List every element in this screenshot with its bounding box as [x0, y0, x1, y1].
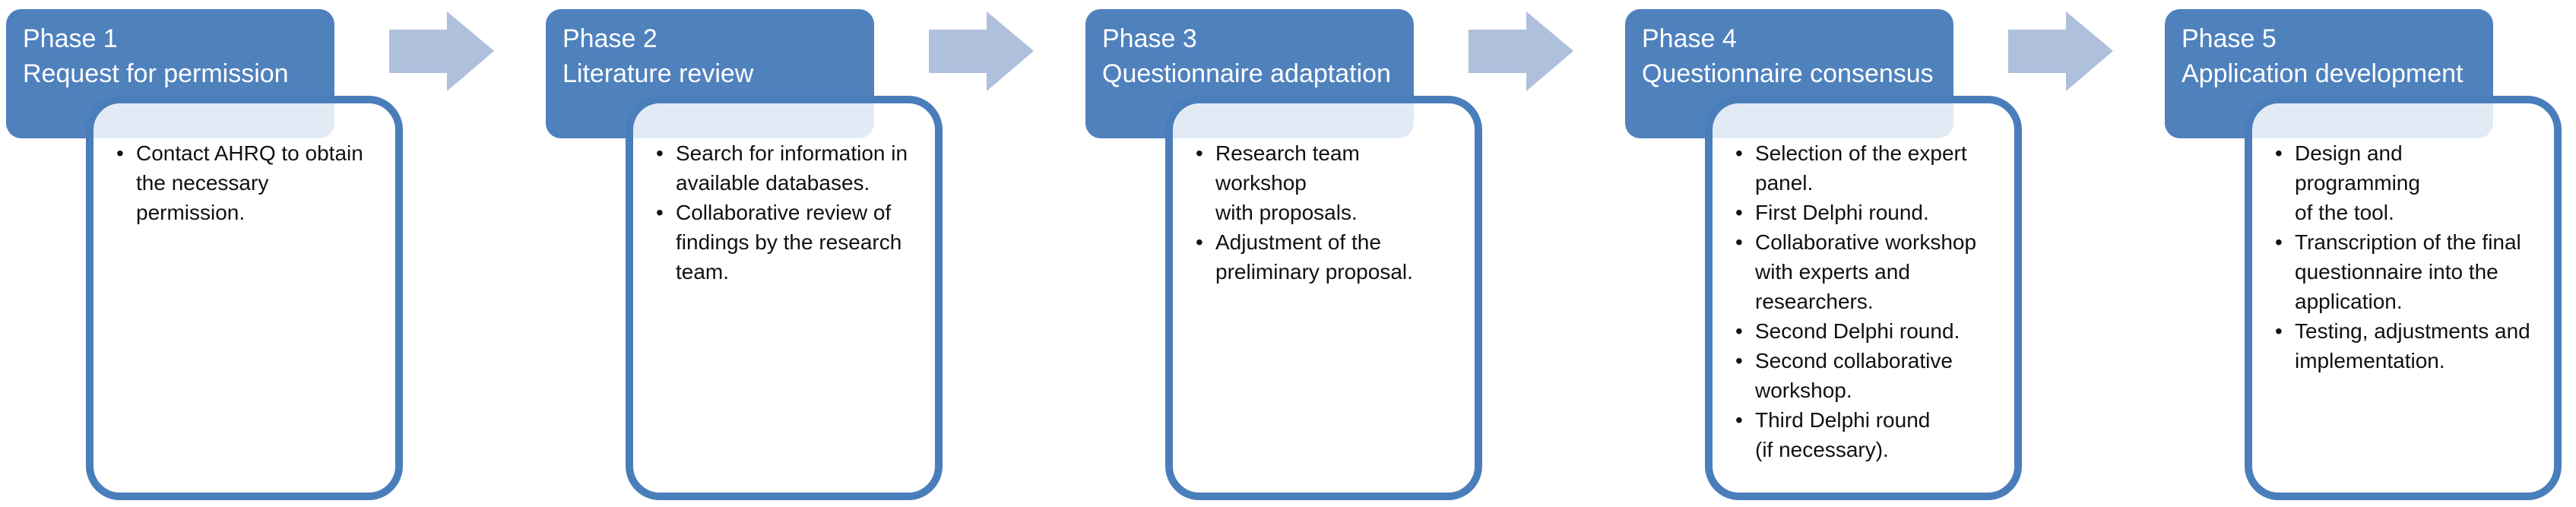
bullet-item: Second Delphi round.: [1735, 316, 1993, 346]
phase-content-box: Search for information in available data…: [626, 96, 943, 500]
bullet-text: Design and programming of the tool.: [2295, 141, 2420, 224]
bullet-text: Selection of the expert panel.: [1755, 141, 1967, 195]
next-phase-arrow-icon: [2008, 11, 2113, 91]
bullet-item: Design and programming of the tool.: [2275, 138, 2533, 227]
bullet-list: Contact AHRQ to obtain the necessary per…: [116, 138, 374, 227]
bullet-item: Collaborative review of findings by the …: [656, 198, 914, 287]
phase-group: Phase 2 Literature review Search for inf…: [546, 0, 1047, 507]
bullet-item: Second collaborative workshop.: [1735, 346, 1993, 405]
phase-group: Phase 1 Request for permission Contact A…: [6, 0, 508, 507]
phase-title: Questionnaire consensus: [1642, 59, 1934, 88]
phase-number: Phase 4: [1642, 24, 1737, 53]
bullet-text: Testing, adjustments and implementation.: [2295, 319, 2530, 372]
phase-header: Phase 3 Questionnaire adaptation: [1085, 9, 1414, 138]
phase-number: Phase 3: [1102, 24, 1197, 53]
bullet-text: Collaborative workshop with experts and …: [1755, 230, 1977, 313]
bullet-text: Search for information in available data…: [676, 141, 908, 195]
bullet-text: Transcription of the final questionnaire…: [2295, 230, 2521, 313]
bullet-item: First Delphi round.: [1735, 198, 1993, 227]
bullet-item: Search for information in available data…: [656, 138, 914, 198]
next-phase-arrow-icon: [929, 11, 1034, 91]
bullet-text: Adjustment of the preliminary proposal.: [1215, 230, 1413, 284]
bullet-item: Testing, adjustments and implementation.: [2275, 316, 2533, 375]
bullet-list: Selection of the expert panel. First Delp…: [1735, 138, 1993, 464]
phase-title: Literature review: [562, 59, 754, 88]
bullet-list: Search for information in available data…: [656, 138, 914, 287]
phase-number: Phase 2: [562, 24, 657, 53]
bullet-text: Contact AHRQ to obtain the necessary per…: [136, 141, 363, 224]
phase-number: Phase 5: [2182, 24, 2277, 53]
bullet-item: Third Delphi round (if necessary).: [1735, 405, 1993, 464]
bullet-text: Second collaborative workshop.: [1755, 349, 1953, 402]
phase-title: Application development: [2182, 59, 2464, 88]
bullet-item: Contact AHRQ to obtain the necessary per…: [116, 138, 374, 227]
phase-group: Phase 5 Application development Design a…: [2165, 0, 2576, 507]
phase-content-box: Research team workshop with proposals. Ad…: [1165, 96, 1482, 500]
bullet-text: Collaborative review of findings by the …: [676, 201, 902, 284]
phase-number: Phase 1: [23, 24, 118, 53]
phase-content-box: Design and programming of the tool.Trans…: [2245, 96, 2562, 500]
bullet-list: Research team workshop with proposals. Ad…: [1196, 138, 1453, 287]
phase-group: Phase 4 Questionnaire consensus Selectio…: [1625, 0, 2127, 507]
bullet-item: Transcription of the final questionnaire…: [2275, 227, 2533, 316]
bullet-text: Third Delphi round (if necessary).: [1755, 408, 1931, 461]
phase-title: Questionnaire adaptation: [1102, 59, 1391, 88]
bullet-text: Second Delphi round.: [1755, 319, 1960, 343]
bullet-item: Adjustment of the preliminary proposal.: [1196, 227, 1453, 287]
phase-group: Phase 3 Questionnaire adaptation Researc…: [1085, 0, 1587, 507]
bullet-item: Research team workshop with proposals.: [1196, 138, 1453, 227]
phase-content-box: Selection of the expert panel. First Delp…: [1705, 96, 2022, 500]
bullet-text: First Delphi round.: [1755, 201, 1929, 224]
phase-title: Request for permission: [23, 59, 289, 88]
bullet-list: Design and programming of the tool.Trans…: [2275, 138, 2533, 375]
bullet-text: Research team workshop with proposals.: [1215, 141, 1360, 224]
bullet-item: Selection of the expert panel.: [1735, 138, 1993, 198]
next-phase-arrow-icon: [1469, 11, 1573, 91]
bullet-item: Collaborative workshop with experts and …: [1735, 227, 1993, 316]
phase-content-box: Contact AHRQ to obtain the necessary per…: [86, 96, 403, 500]
next-phase-arrow-icon: [389, 11, 494, 91]
